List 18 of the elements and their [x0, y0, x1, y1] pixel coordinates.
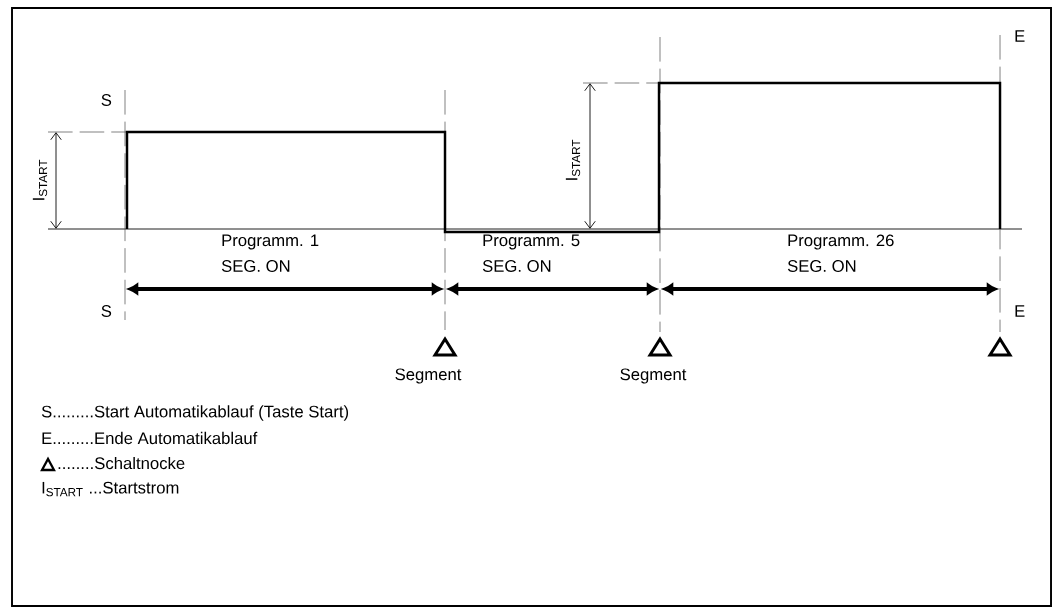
current-label: I$_{START}$: [32, 159, 48, 200]
status-label: SEG. ON: [482, 260, 551, 272]
key-entry: E.........Ende Automatikablauf: [42, 431, 258, 445]
key-entry: ........Schaltnocke: [58, 456, 185, 470]
key-entry: S.........Start Automatikablauf (Taste Start): [41, 405, 349, 421]
marker-letter: E: [1015, 305, 1025, 317]
marker-letter: E: [1015, 30, 1025, 42]
program-label: Programm. 5: [483, 234, 580, 250]
program-label: Programm. 1: [222, 234, 319, 250]
marker-letter: S: [101, 305, 112, 317]
status-label: SEG. ON: [787, 260, 856, 272]
program-label: Programm. 26: [788, 234, 894, 250]
segment-label: Segment: [620, 368, 687, 384]
segment-label: Segment: [395, 368, 462, 384]
current-label: I$_{START}$: [565, 139, 581, 180]
status-label: SEG. ON: [221, 260, 290, 272]
key-entry: I$_{START}$ ...Startstrom: [42, 481, 179, 497]
marker-letter: S: [101, 94, 112, 106]
